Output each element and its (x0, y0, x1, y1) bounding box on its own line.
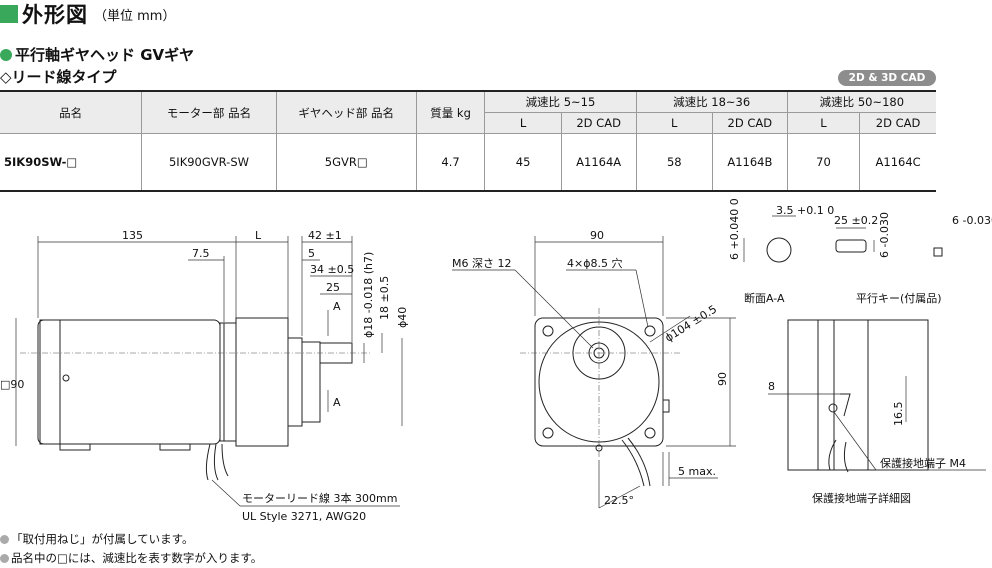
col-cad-2: 2D CAD (711, 112, 788, 134)
dim-7-5: 7.5 (192, 247, 210, 260)
notes: 「取付用ねじ」が付属しています。 品名中の□には、減速比を表す数字が入ります。 (0, 530, 262, 568)
dimension-drawing: 135 7.5 L 42 ±1 5 34 ±0.5 25 A A □90 ϕ18… (0, 198, 992, 523)
front-view: 90 M6 深さ 12 4×ϕ8.5 穴 ϕ104 ±0.5 90 5 max.… (452, 229, 736, 509)
col-ratio-2: 減速比 18~36 (635, 90, 788, 113)
cell-cad3[interactable]: A1164C (859, 133, 936, 192)
dim-42: 42 ±1 (308, 229, 342, 242)
col-ratio-3: 減速比 50~180 (786, 90, 936, 113)
section-a-top: A (333, 300, 341, 313)
header-square-icon (0, 5, 18, 23)
term-detail-label: 保護接地端子詳細図 (812, 491, 911, 505)
term-label: 保護接地端子 M4 (880, 456, 966, 470)
cell-mass: 4.7 (415, 133, 485, 192)
page-header: 外形図 （単位 mm） (0, 0, 175, 28)
page-title: 外形図 (22, 3, 88, 27)
dim-phi18: ϕ18 -0.018 (h7) (362, 252, 375, 338)
cell-L3: 70 (786, 133, 860, 192)
table-row: 5IK90SW-□ 5IK90GVR-SW 5GVR□ 4.7 45 A1164… (0, 133, 936, 192)
dim-phi40: ϕ40 (396, 307, 409, 328)
dim-L: L (255, 229, 262, 242)
cell-name: 5IK90SW-□ (0, 133, 142, 192)
dim-sq90: □90 (0, 378, 24, 391)
bullet-icon (0, 535, 9, 544)
col-motor: モーター部 品名 (141, 90, 277, 134)
front-dim-90: 90 (590, 229, 604, 242)
col-ratio-1: 減速比 5~15 (484, 90, 637, 113)
cell-L2: 58 (635, 133, 713, 192)
cell-motor: 5IK90GVR-SW (141, 133, 277, 192)
dim-25: 25 (326, 281, 340, 294)
key-width-6: 6 -0.030 (952, 214, 992, 227)
col-L-3: L (786, 112, 861, 134)
key-6: 6 -0.030 (878, 212, 891, 258)
key-label: 平行キー(付属品) (856, 292, 942, 305)
lead-label: モーターリード線 3本 300mm (242, 491, 397, 505)
dim-5max: 5 max. (678, 465, 716, 478)
lead-spec: UL Style 3271, AWG20 (242, 510, 366, 523)
cell-gear: 5GVR□ (275, 133, 417, 192)
dim-135: 135 (122, 229, 143, 242)
spec-table: 品名 モーター部 品名 ギヤヘッド部 品名 質量 kg 減速比 5~15 減速比… (0, 90, 936, 192)
term-dim-8: 8 (768, 380, 775, 393)
section-a-bottom: A (333, 396, 341, 409)
gear-type-heading: 平行軸ギヤヘッド GVギヤ (0, 44, 194, 65)
detail-views: 6 +0.040 0 3.5 +0.1 0 断面A-A 25 ±0.2 6 -0… (728, 198, 992, 505)
note-2: 品名中の□には、減速比を表す数字が入ります。 (0, 549, 262, 568)
angle-label: 22.5° (604, 494, 634, 507)
cell-L1: 45 (484, 133, 562, 192)
col-gear: ギヤヘッド部 品名 (275, 90, 417, 134)
unit-label: （単位 mm） (94, 8, 176, 24)
col-mass: 質量 kg (415, 90, 486, 134)
front-h90: 90 (716, 372, 729, 386)
term-dim-16-5: 16.5 (892, 402, 905, 427)
m6-label: M6 深さ 12 (452, 257, 511, 270)
note-1: 「取付用ねじ」が付属しています。 (0, 530, 262, 549)
section-aa-label: 断面A-A (744, 291, 785, 305)
lead-type-heading: ◇リード線タイプ (0, 68, 117, 86)
bullet-icon (0, 554, 9, 563)
key-depth-3-5: 3.5 +0.1 0 (776, 204, 834, 217)
gear-type-text: 平行軸ギヤヘッド GVギヤ (15, 46, 195, 64)
side-view: 135 7.5 L 42 ±1 5 34 ±0.5 25 A A □90 ϕ18… (0, 229, 409, 523)
cell-cad1[interactable]: A1164A (560, 133, 637, 192)
dim-18: 18 ±0.5 (378, 276, 391, 320)
cad-badge[interactable]: 2D & 3D CAD (838, 70, 936, 86)
dim-34: 34 ±0.5 (310, 263, 354, 276)
col-cad-1: 2D CAD (560, 112, 637, 134)
cell-cad2[interactable]: A1164B (711, 133, 788, 192)
phi104-label: ϕ104 ±0.5 (663, 303, 719, 345)
col-name: 品名 (0, 90, 143, 134)
dim-5: 5 (308, 247, 315, 260)
col-L-1: L (484, 112, 562, 134)
key-25: 25 ±0.2 (834, 214, 878, 227)
col-cad-3: 2D CAD (859, 112, 936, 134)
green-dot-icon (0, 48, 12, 61)
col-L-2: L (635, 112, 713, 134)
key-shaft-6: 6 +0.040 0 (728, 198, 741, 260)
holes-label: 4×ϕ8.5 穴 (567, 256, 622, 270)
